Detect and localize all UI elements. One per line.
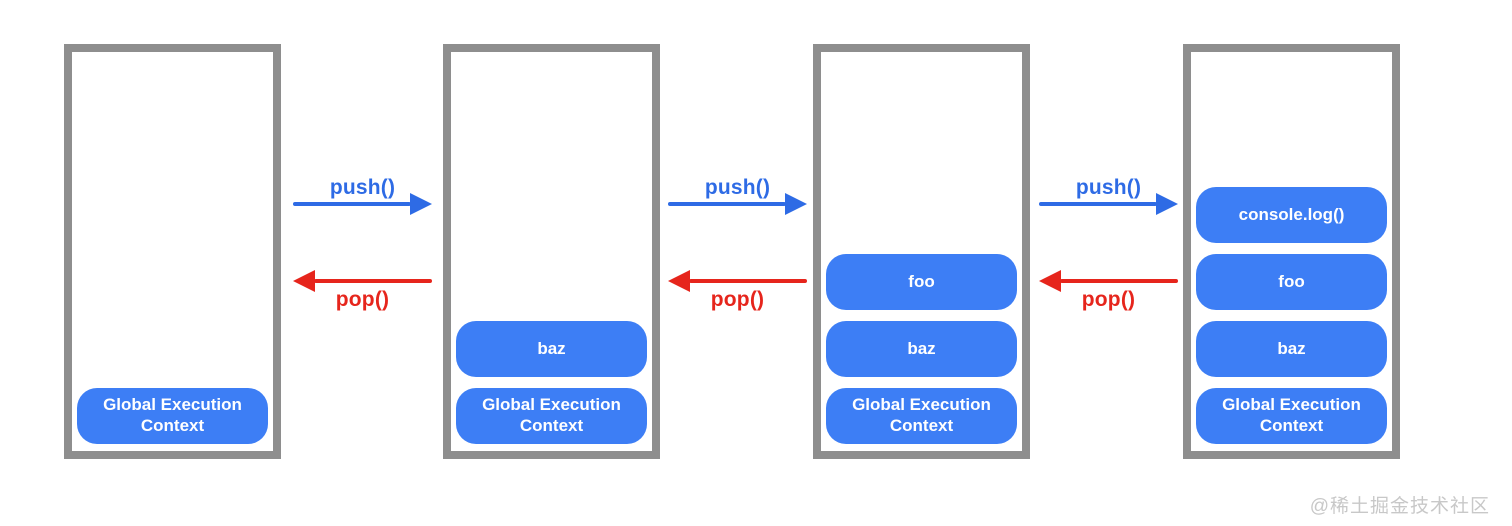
stack-frame: foo — [1196, 254, 1387, 310]
stack-container-4: console.log() foo baz Global Execution C… — [1183, 44, 1400, 459]
stack-container-1: Global Execution Context — [64, 44, 281, 459]
transition-arrows-3: push() pop() — [1039, 176, 1178, 316]
pop-label: pop() — [1081, 288, 1136, 311]
frame-label: Global Execution Context — [103, 395, 242, 435]
transition-arrows-2: push() pop() — [668, 176, 807, 316]
watermark-text: @稀土掘金技术社区 — [1309, 496, 1490, 517]
arrowhead-left-icon — [1039, 270, 1061, 292]
stack-frame: console.log() — [1196, 187, 1387, 243]
frame-label: baz — [907, 338, 936, 358]
stack-container-2: baz Global Execution Context — [443, 44, 660, 459]
pop-arrow-line — [1060, 279, 1178, 283]
frame-label: foo — [1278, 271, 1305, 291]
frame-label: Global Execution Context — [482, 395, 621, 435]
stack-frame: Global Execution Context — [77, 388, 268, 444]
push-label: push() — [329, 176, 396, 199]
stack-frame: baz — [826, 321, 1017, 377]
frame-label: baz — [1277, 338, 1306, 358]
push-label: push() — [704, 176, 771, 199]
stack-frame: baz — [456, 321, 647, 377]
arrowhead-left-icon — [668, 270, 690, 292]
push-arrow-line — [668, 202, 786, 206]
frame-label: Global Execution Context — [1222, 395, 1361, 435]
stack-frame: Global Execution Context — [1196, 388, 1387, 444]
push-arrow-line — [1039, 202, 1157, 206]
push-label: push() — [1075, 176, 1142, 199]
stack-frame: baz — [1196, 321, 1387, 377]
pop-arrow-line — [314, 279, 432, 283]
stack-frame: foo — [826, 254, 1017, 310]
pop-label: pop() — [710, 288, 765, 311]
arrowhead-right-icon — [785, 193, 807, 215]
stack-frame: Global Execution Context — [826, 388, 1017, 444]
stack-frame: Global Execution Context — [456, 388, 647, 444]
pop-label: pop() — [335, 288, 390, 311]
push-arrow-line — [293, 202, 411, 206]
transition-arrows-1: push() pop() — [293, 176, 432, 316]
frame-label: foo — [908, 271, 935, 291]
arrowhead-right-icon — [410, 193, 432, 215]
frame-label: baz — [537, 338, 566, 358]
stack-container-3: foo baz Global Execution Context — [813, 44, 1030, 459]
pop-arrow-line — [689, 279, 807, 283]
frame-label: console.log() — [1238, 204, 1345, 224]
arrowhead-left-icon — [293, 270, 315, 292]
frame-label: Global Execution Context — [852, 395, 991, 435]
arrowhead-right-icon — [1156, 193, 1178, 215]
